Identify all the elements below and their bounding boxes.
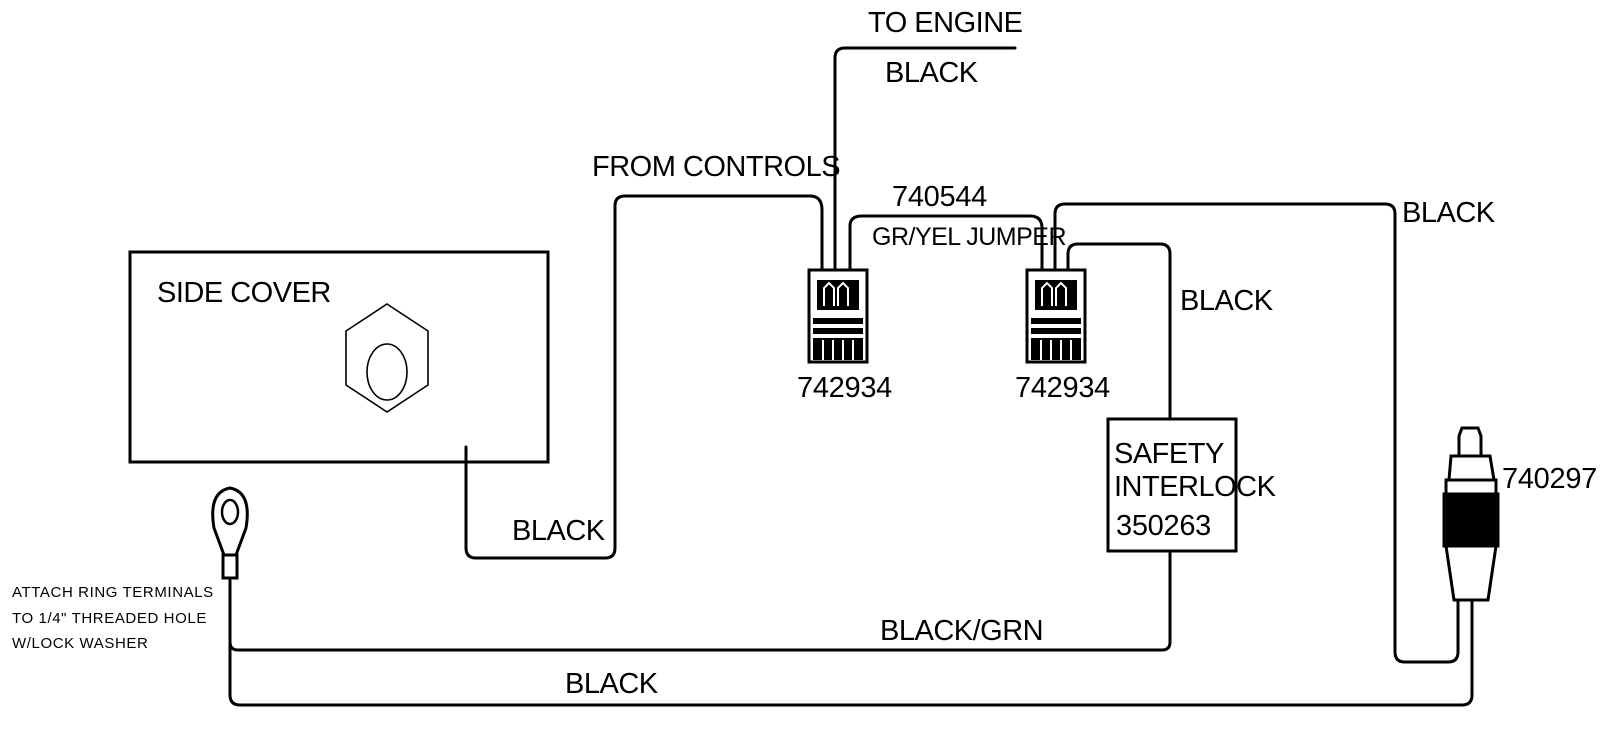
- label-connector-right: 742934: [1015, 372, 1110, 404]
- label-black-grn: BLACK/GRN: [880, 615, 1043, 647]
- label-safety-line3: 350263: [1116, 510, 1211, 542]
- connector-right-icon: [1025, 268, 1087, 364]
- wire-from-controls: [464, 194, 824, 560]
- note-line2: TO 1/4" THREADED HOLE: [12, 610, 207, 627]
- hex-nut-icon: [345, 303, 429, 413]
- label-from-controls: FROM CONTROLS: [592, 151, 840, 183]
- label-black-side: BLACK: [512, 515, 606, 547]
- ring-terminal-icon: [211, 486, 249, 580]
- nut-hole-icon: [366, 343, 408, 401]
- wire-jumper: [848, 214, 1044, 272]
- label-black-engine: BLACK: [885, 57, 979, 89]
- label-jumper-desc: GR/YEL JUMPER: [872, 223, 1066, 251]
- label-safety-line2: INTERLOCK: [1114, 471, 1277, 503]
- spark-plug-icon: [1442, 426, 1500, 602]
- wire-to-interlock: [1066, 242, 1172, 421]
- label-to-engine: TO ENGINE: [868, 7, 1023, 39]
- wire-black-bottom: [228, 598, 1474, 707]
- label-spark-part: 740297: [1502, 463, 1597, 495]
- label-black-top-right: BLACK: [1402, 197, 1496, 229]
- label-black-bottom: BLACK: [565, 668, 659, 700]
- side-cover-box: [128, 250, 550, 464]
- wire-to-engine: [833, 46, 1017, 272]
- label-jumper-part: 740544: [892, 181, 987, 213]
- safety-interlock-box: [1106, 417, 1238, 553]
- label-black-interlock: BLACK: [1180, 285, 1274, 317]
- note-line3: W/LOCK WASHER: [12, 635, 148, 652]
- label-connector-left: 742934: [797, 372, 892, 404]
- wire-to-spark: [1053, 202, 1460, 664]
- note-line1: ATTACH RING TERMINALS: [12, 584, 214, 601]
- label-side-cover: SIDE COVER: [157, 277, 331, 309]
- label-safety-line1: SAFETY: [1114, 438, 1224, 470]
- connector-left-icon: [807, 268, 869, 364]
